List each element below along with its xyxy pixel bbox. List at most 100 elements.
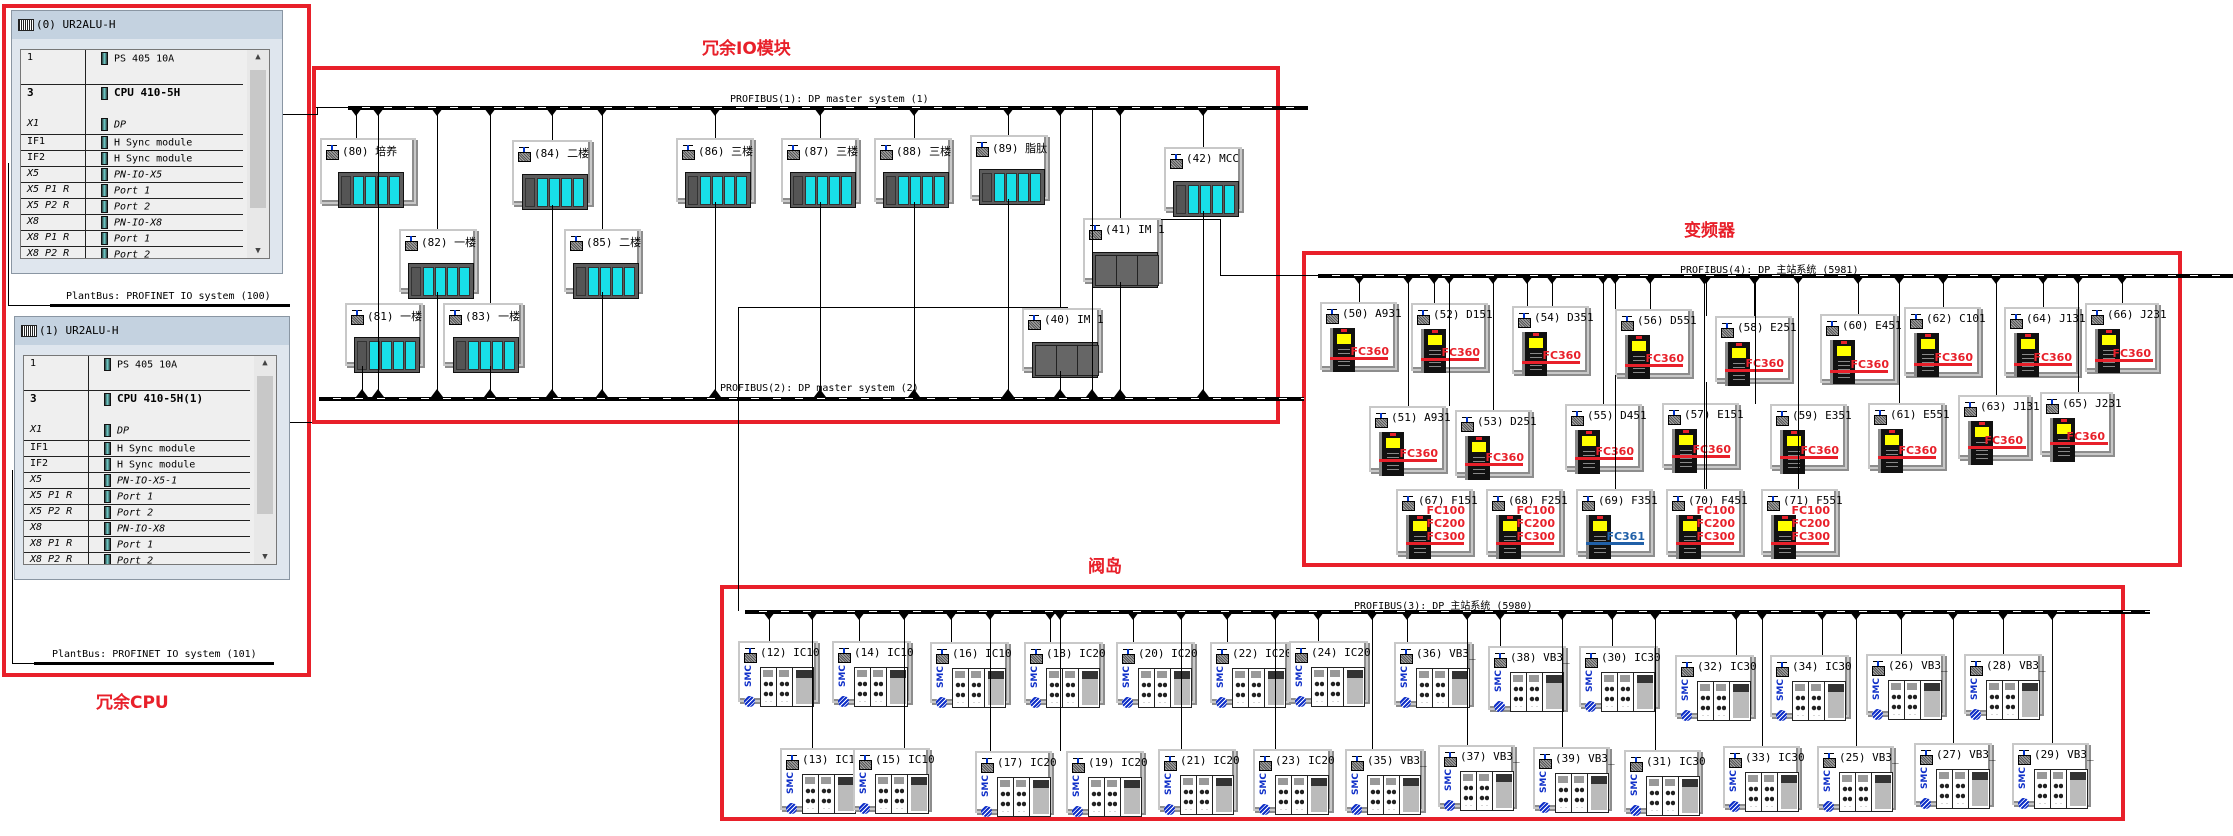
io-station[interactable]: (88) 三楼 bbox=[874, 138, 952, 208]
io-station[interactable]: (80) 培养 bbox=[320, 138, 416, 208]
valve-island-node[interactable]: (38) VB3_SMC bbox=[1488, 646, 1570, 712]
profibus-4-line[interactable] bbox=[1318, 274, 2233, 278]
io-station[interactable]: (42) MCC bbox=[1164, 147, 1242, 217]
scroll-thumb[interactable] bbox=[250, 70, 266, 208]
io-station[interactable]: (84) 二楼 bbox=[512, 140, 592, 210]
valve-island-node[interactable]: (26) VB3_SMC bbox=[1866, 654, 1948, 720]
scroll-up-icon[interactable]: ▲ bbox=[262, 358, 268, 368]
scroll-down-icon[interactable]: ▼ bbox=[262, 552, 268, 562]
io-station[interactable]: (89) 脂肽 bbox=[970, 135, 1048, 205]
rack-1-scrollbar[interactable]: ▲▼ bbox=[254, 356, 276, 564]
profibus-2-line[interactable] bbox=[319, 397, 1304, 401]
io-station[interactable]: (41) IM 1 bbox=[1083, 218, 1165, 288]
scroll-down-icon[interactable]: ▼ bbox=[255, 246, 261, 256]
scroll-up-icon[interactable]: ▲ bbox=[255, 52, 261, 62]
plantbus-100-line[interactable] bbox=[50, 304, 290, 307]
rack-0-scrollbar[interactable]: ▲▼ bbox=[247, 50, 269, 258]
io-station[interactable]: (81) 一楼 bbox=[345, 303, 423, 373]
io-station[interactable]: (85) 二楼 bbox=[564, 229, 641, 299]
io-station[interactable]: (86) 三楼 bbox=[676, 138, 754, 208]
valve-island-node[interactable]: (37) VB3_SMC bbox=[1438, 745, 1520, 811]
valve-island-node[interactable]: (35) VB3_SMC bbox=[1345, 749, 1427, 815]
profibus-3-line[interactable] bbox=[745, 610, 2150, 614]
io-station[interactable]: (83) 一楼 bbox=[443, 303, 523, 373]
io-station[interactable]: (87) 三楼 bbox=[781, 138, 859, 208]
inverter-node[interactable]: (55) D451FC360 bbox=[1565, 404, 1647, 474]
io-station[interactable]: (40) IM 1 bbox=[1022, 308, 1104, 378]
valve-island-node[interactable]: (28) VB3_SMC bbox=[1964, 654, 2046, 720]
valve-island-node[interactable]: (29) VB3_SMC bbox=[2012, 743, 2094, 809]
valve-island-node[interactable]: (39) VB3_SMC bbox=[1533, 747, 1615, 813]
valve-island-node[interactable]: (25) VB3_SMC bbox=[1817, 746, 1899, 812]
profibus-1-line[interactable] bbox=[348, 106, 1308, 110]
valve-island-node[interactable]: (36) VB3_SMC bbox=[1394, 642, 1476, 708]
io-station[interactable]: (82) 一楼 bbox=[399, 229, 477, 299]
valve-island-node[interactable]: (27) VB3_SMC bbox=[1914, 743, 1996, 809]
